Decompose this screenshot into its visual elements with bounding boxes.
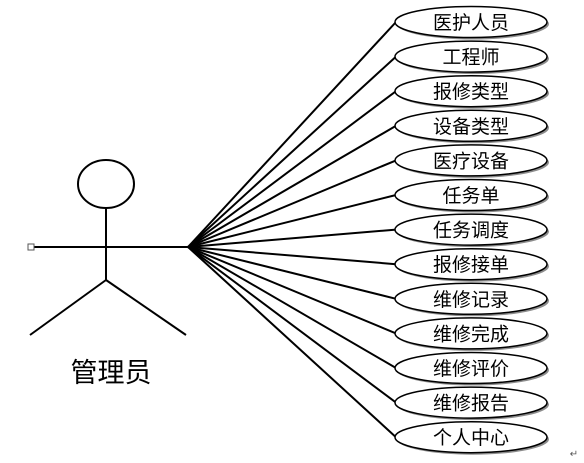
use-case-label: 医疗设备 xyxy=(433,150,509,172)
actor-figure: 管理员 xyxy=(27,159,188,389)
use-case: 维修完成 xyxy=(394,317,549,351)
actor-left-leg xyxy=(29,279,107,336)
use-case-label: 个人中心 xyxy=(433,427,509,449)
association-line xyxy=(187,246,397,404)
use-case: 报修类型 xyxy=(394,74,549,109)
use-case-ellipse xyxy=(394,178,548,212)
association-line xyxy=(187,246,397,300)
use-case-ellipse xyxy=(394,282,548,316)
association-line xyxy=(187,55,397,248)
use-case-ellipse xyxy=(394,144,548,177)
use-case-ellipse xyxy=(394,109,548,143)
use-case-ellipse xyxy=(394,74,548,108)
association-line xyxy=(187,246,397,335)
use-case: 个人中心 xyxy=(394,420,549,455)
association-lines xyxy=(187,21,397,438)
association-line xyxy=(187,246,397,266)
use-case-label: 工程师 xyxy=(442,47,499,69)
association-line xyxy=(187,90,397,248)
association-line xyxy=(187,21,397,248)
use-case-ellipse xyxy=(394,40,548,73)
use-case-ellipse xyxy=(394,247,548,281)
association-line xyxy=(187,228,397,248)
use-cases: 医护人员工程师报修类型设备类型医疗设备任务单任务调度报修接单维修记录维修完成维修… xyxy=(394,5,549,455)
actor-right-leg xyxy=(105,279,187,336)
use-case-ellipse xyxy=(394,351,548,385)
use-case: 工程师 xyxy=(394,40,549,75)
use-case-label: 报修接单 xyxy=(433,254,509,276)
use-case: 医护人员 xyxy=(394,5,549,40)
use-case-ellipse xyxy=(394,5,548,39)
use-case: 设备类型 xyxy=(394,109,549,144)
actor-label: 管理员 xyxy=(71,358,152,389)
use-case-ellipse xyxy=(394,386,548,419)
actor-arm-handle xyxy=(27,243,35,251)
paragraph-mark: ↵ xyxy=(570,449,578,460)
association-line xyxy=(187,159,397,248)
use-case-ellipse xyxy=(394,317,548,350)
use-case: 维修评价 xyxy=(394,351,549,386)
association-line xyxy=(187,124,397,248)
association-line xyxy=(187,194,397,248)
use-case: 报修接单 xyxy=(394,247,549,282)
use-case-label: 报修类型 xyxy=(433,81,509,103)
use-case-label: 任务单 xyxy=(442,185,499,207)
use-case-label: 维修完成 xyxy=(433,323,509,345)
use-case-ellipse xyxy=(394,213,548,246)
use-case-label: 医护人员 xyxy=(433,12,509,34)
use-case: 维修报告 xyxy=(394,386,549,421)
use-case-label: 任务调度 xyxy=(433,220,509,242)
use-case-label: 维修评价 xyxy=(433,358,509,380)
use-case-label: 维修记录 xyxy=(433,289,509,311)
use-case: 维修记录 xyxy=(394,282,549,317)
use-case: 医疗设备 xyxy=(394,144,549,178)
association-line xyxy=(187,246,397,369)
use-case: 任务调度 xyxy=(394,213,549,248)
use-case-ellipse xyxy=(394,420,548,454)
actor-head xyxy=(77,159,135,209)
use-case-label: 设备类型 xyxy=(433,116,509,138)
association-line xyxy=(187,246,397,438)
use-case: 任务单 xyxy=(394,178,549,213)
use-case-label: 维修报告 xyxy=(433,393,509,415)
